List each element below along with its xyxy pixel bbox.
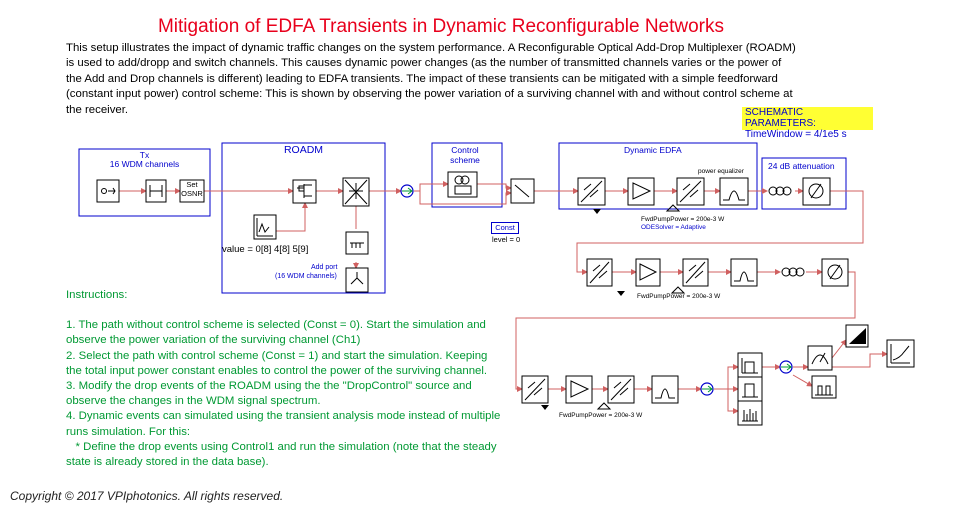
schematic-parameters-heading: SCHEMATIC PARAMETERS: [745, 107, 816, 129]
edfa1-ode-solver: ODESolver = Adaptive [641, 224, 706, 231]
roadm-group-frame [221, 142, 386, 294]
tx-subtitle: 16 WDM channels [109, 159, 180, 169]
edfa2-pump-power: FwdPumpPower = 200e-3 W [637, 293, 721, 300]
drop-control-source [253, 214, 277, 240]
add-port-label: Add port [311, 264, 338, 271]
control-scheme-label: Control scheme [450, 145, 480, 165]
add-tx-block [345, 267, 369, 293]
instructions: Instructions: 1. The path without contro… [66, 288, 506, 470]
roadm-drop-values: value = 0[8] 4[8] 5[9] [222, 244, 309, 255]
attenuator-block [802, 177, 831, 206]
tx-group-frame [78, 148, 211, 217]
schematic-parameters[interactable]: SCHEMATIC PARAMETERS: TimeWindow = 4/1e5… [742, 107, 873, 140]
set-osnr-block [179, 179, 205, 203]
copyright: Copyright © 2017 VPIphotonics. All right… [10, 489, 284, 503]
tx-title: Tx [139, 150, 150, 160]
instruction-step: 4. Dynamic events can simulated using th… [66, 410, 501, 438]
dynamic-edfa-title: Dynamic EDFA [624, 145, 682, 155]
power-monitor-block [447, 171, 478, 198]
const-level: level = 0 [492, 235, 521, 244]
const-block[interactable]: Const [491, 222, 519, 234]
attenuator2-block [821, 258, 849, 287]
page-title: Mitigation of EDFA Transients in Dynamic… [157, 16, 725, 37]
instruction-step: * Define the drop events using Control1 … [66, 440, 500, 469]
roadm-title: ROADM [283, 144, 324, 156]
control-scheme-frame [431, 142, 503, 208]
set-osnr-label: Set OSNR [181, 180, 203, 198]
instruction-step: 3. Modify the drop events of the ROADM u… [66, 380, 472, 408]
const-label: Const [495, 223, 515, 232]
power-equalizer-label: power equalizer [698, 168, 744, 175]
edfa3-pump-power: FwdPumpPower = 200e-3 W [559, 412, 643, 419]
add-port-sublabel: (16 WDM channels) [275, 273, 337, 280]
power-meter-block [807, 345, 833, 371]
instructions-heading: Instructions: [66, 289, 128, 301]
time-window-value: TimeWindow = 4/1e5 s [745, 129, 847, 140]
instruction-step: 2. Select the path with control scheme (… [66, 349, 488, 377]
instruction-step: 1. The path without control scheme is se… [66, 319, 486, 347]
dynamic-edfa-frame [558, 142, 758, 210]
attenuation-frame [761, 157, 847, 210]
attenuation-label: 24 dB attenuation [768, 161, 835, 171]
edfa1-pump-power: FwdPumpPower = 200e-3 W [641, 216, 725, 223]
description: This setup illustrates the impact of dyn… [66, 42, 796, 116]
